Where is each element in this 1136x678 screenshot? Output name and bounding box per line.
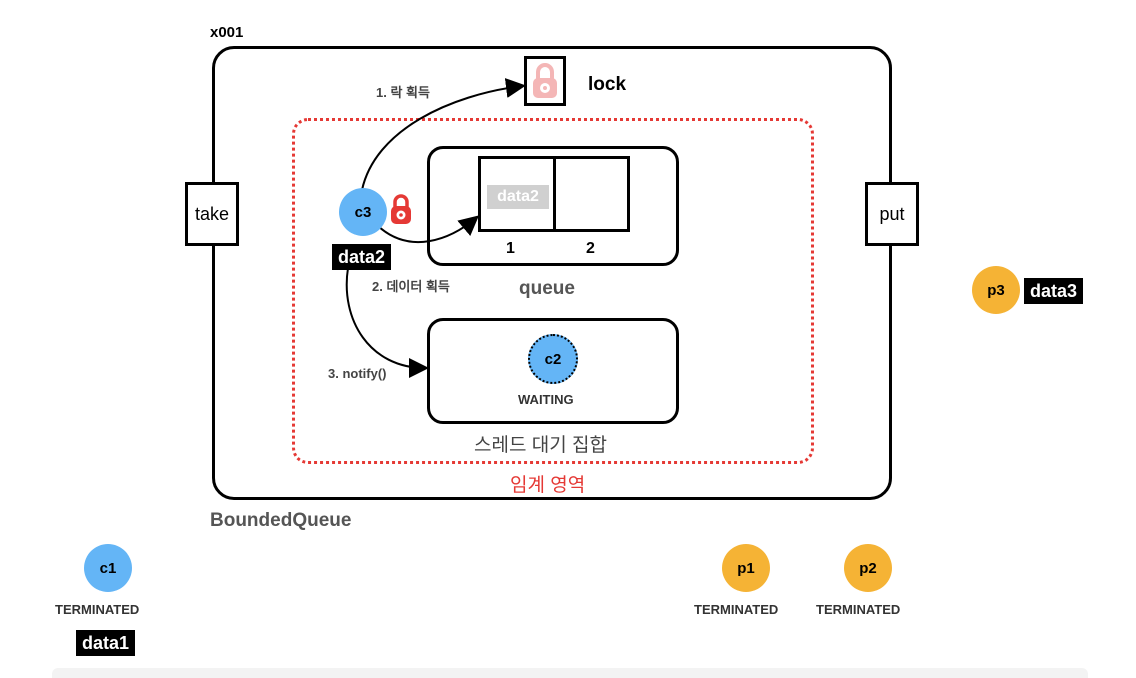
thread-p1-status: TERMINATED <box>694 602 779 617</box>
lock-box <box>524 56 566 106</box>
queue-slot-1-value: data2 <box>487 185 549 209</box>
queue-slots: data2 <box>478 156 630 232</box>
thread-c3-name: c3 <box>354 203 372 221</box>
bottom-panel <box>52 668 1088 678</box>
thread-c3: c3 <box>339 188 387 236</box>
thread-c1-data: data1 <box>76 630 136 656</box>
queue-slot-1-index: 1 <box>506 240 515 257</box>
thread-c1-name: c1 <box>99 559 117 577</box>
thread-p3-name: p3 <box>987 281 1005 299</box>
arrow-notify <box>345 267 429 378</box>
thread-p1: p1 <box>722 544 770 592</box>
thread-p3-data: data3 <box>1024 278 1084 304</box>
critical-region <box>292 118 814 464</box>
thread-p2-name: p2 <box>859 559 877 577</box>
thread-p2: p2 <box>844 544 892 592</box>
bounded-queue-box <box>212 46 892 500</box>
bounded-queue-label: BoundedQueue <box>210 510 352 531</box>
wait-set-label: 스레드 대기 집합 <box>474 435 607 456</box>
put-label: put <box>879 203 905 224</box>
arrow-get-data <box>377 215 480 243</box>
thread-c1: c1 <box>84 544 132 592</box>
step-2-label: 2. 데이터 획득 <box>372 279 450 294</box>
thread-c2-status: WAITING <box>518 392 574 407</box>
step-3-label: 3. notify() <box>328 366 387 381</box>
lock-icon <box>533 63 557 98</box>
lock-label: lock <box>588 74 627 95</box>
thread-c2: c2 <box>528 334 578 384</box>
thread-p3: p3 <box>972 266 1020 314</box>
take-box: take <box>185 182 239 246</box>
critical-region-label: 임계 영역 <box>510 475 586 496</box>
thread-p2-status: TERMINATED <box>816 602 901 617</box>
thread-p1-name: p1 <box>737 559 755 577</box>
queue-slot-2 <box>552 159 628 229</box>
held-lock-icon <box>391 194 411 224</box>
step-1-label: 1. 락 획득 <box>376 85 430 100</box>
put-box: put <box>865 182 919 246</box>
thread-c2-name: c2 <box>544 350 562 368</box>
queue-slot-2-index: 2 <box>586 240 595 257</box>
object-id: x001 <box>210 24 244 41</box>
thread-c1-status: TERMINATED <box>55 602 140 617</box>
queue-label: queue <box>519 278 575 299</box>
take-label: take <box>194 203 230 224</box>
arrow-acquire-lock <box>361 78 526 191</box>
thread-c3-data: data2 <box>332 244 392 270</box>
queue-slot-1: data2 <box>481 159 553 229</box>
